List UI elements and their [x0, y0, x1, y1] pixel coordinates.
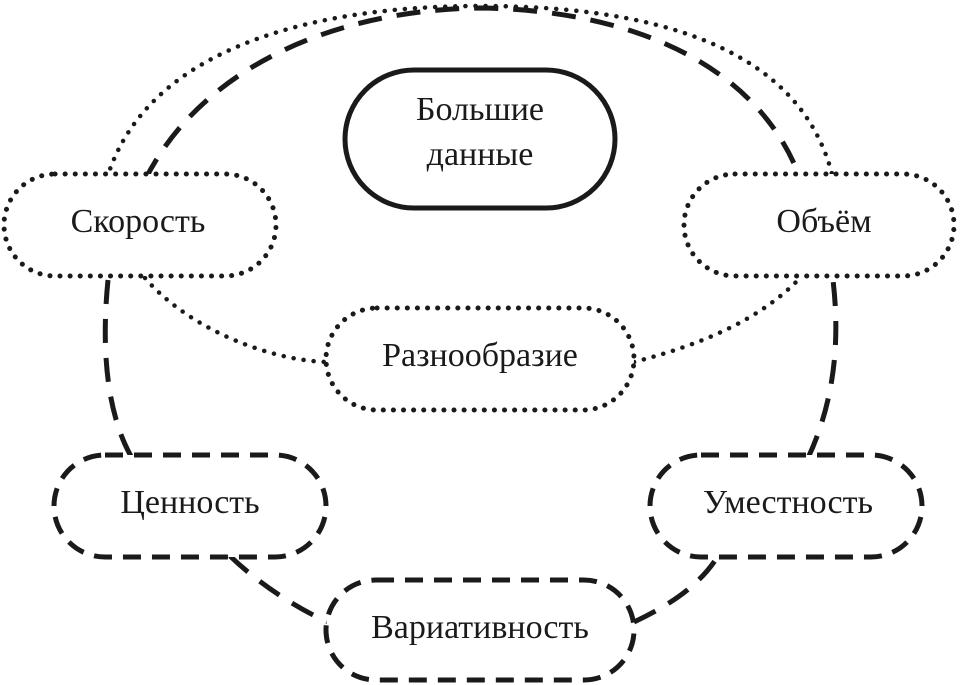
node-big-data[interactable]: Большие данные — [342, 67, 618, 211]
links — [102, 3, 839, 625]
node-variety-label: Разнообразие — [382, 337, 578, 374]
node-speed-shape — [1, 171, 279, 279]
node-variety[interactable]: Разнообразие — [323, 305, 637, 413]
node-variability-label: Вариативность — [371, 609, 589, 646]
node-big-data-label-line1: Большие — [416, 91, 544, 128]
node-speed[interactable]: Скорость — [1, 171, 279, 279]
node-speed-label: Скорость — [71, 203, 206, 240]
node-variability-shape — [323, 577, 637, 683]
node-variability[interactable]: Вариативность — [323, 577, 637, 683]
node-value[interactable]: Ценность — [51, 452, 329, 560]
node-value-label: Ценность — [120, 484, 259, 521]
node-relevance-label: Уместность — [703, 484, 873, 521]
link-speed-value — [102, 279, 135, 460]
node-volume-shape — [681, 171, 957, 279]
node-volume-label: Объём — [776, 203, 871, 240]
link-speed-volume-dashed-arc — [142, 5, 803, 182]
node-relevance-shape — [647, 452, 925, 560]
link-value-variability — [228, 554, 329, 625]
node-value-shape — [51, 452, 329, 560]
node-big-data-label-line2: данные — [427, 136, 534, 173]
node-volume[interactable]: Объём — [681, 171, 957, 279]
node-relevance[interactable]: Уместность — [647, 452, 925, 560]
link-speed-variety — [142, 275, 329, 365]
node-big-data-shape — [342, 67, 618, 211]
link-variety-volume — [631, 275, 803, 365]
link-variability-relevance — [632, 554, 721, 625]
link-speed-volume-dotted-arc — [104, 3, 836, 181]
node-variety-shape — [323, 305, 637, 413]
link-relevance-volume — [805, 279, 839, 460]
